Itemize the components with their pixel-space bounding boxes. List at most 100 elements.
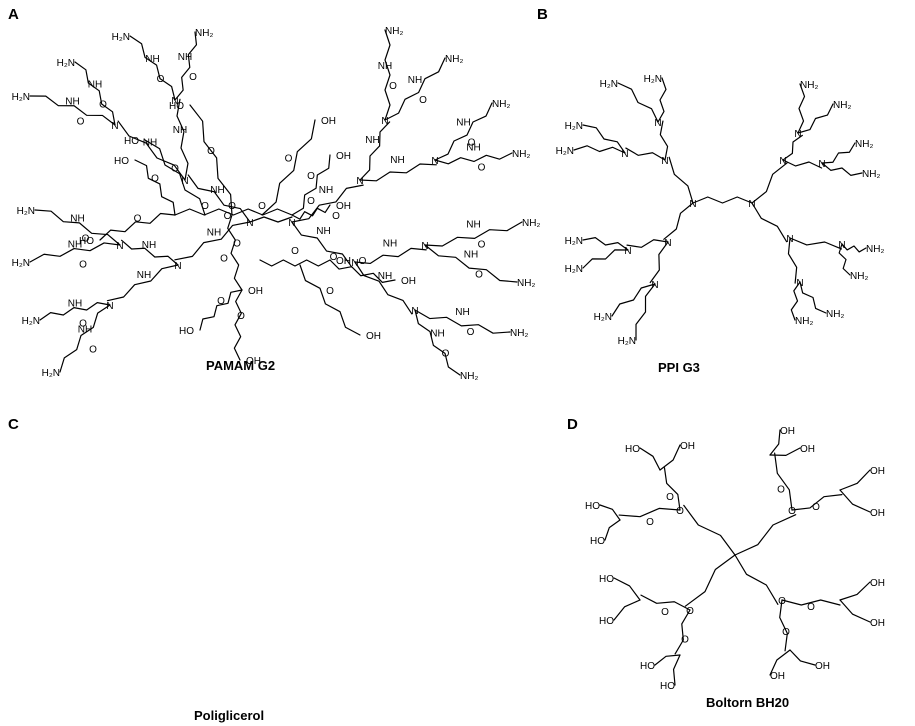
terminal-amine: H₂N (112, 32, 130, 43)
terminal-arm (424, 244, 518, 283)
terminal-amine: H₂N (600, 79, 618, 90)
terminal-amine: H₂N (12, 92, 30, 103)
glycerol-arm (291, 154, 331, 216)
ether-oxygen: O (207, 146, 215, 157)
terminal-amine: NH₂ (195, 28, 213, 39)
terminal-arm (841, 243, 867, 253)
carbonyl-oxygen: O (389, 81, 397, 92)
terminal-arm (797, 103, 834, 134)
core-nitrogen: N (748, 199, 755, 210)
hydroxymethyl (654, 654, 681, 666)
branch-g2 (106, 264, 179, 302)
hydroxymethyl (639, 447, 661, 471)
glycerol-arm (261, 119, 316, 216)
ether-oxygen: O (359, 256, 367, 267)
terminal-hydroxyl: OH (336, 256, 351, 267)
ester-branch (779, 599, 788, 652)
ether-oxygen: O (237, 311, 245, 322)
carbonyl-oxygen: O (681, 635, 689, 646)
hydroxymethyl (599, 504, 621, 521)
ether-oxygen: O (307, 196, 315, 207)
amide-nh: NH (173, 125, 187, 136)
amide-nh: NH (137, 270, 151, 281)
carbonyl-oxygen: O (419, 95, 427, 106)
terminal-amine: NH₂ (862, 169, 880, 180)
terminal-hydroxyl: HO (625, 444, 640, 455)
terminal-amine: H₂N (565, 236, 583, 247)
terminal-arm (174, 31, 198, 101)
terminal-arm (414, 309, 511, 334)
ester-branch (674, 609, 691, 655)
carbonyl-oxygen: O (812, 502, 820, 513)
terminal-hydroxyl: OH (780, 426, 795, 437)
terminal-hydroxyl: OH (870, 578, 885, 589)
branch-g2 (625, 147, 666, 161)
ether-oxygen: O (291, 246, 299, 257)
carbonyl-oxygen: O (475, 270, 483, 281)
branch-g2 (626, 239, 669, 248)
branch-g2 (787, 237, 798, 284)
amide-nh: NH (68, 299, 82, 310)
terminal-hydroxyl: OH (815, 661, 830, 672)
panel-d-letter: D (567, 416, 578, 433)
core-arm (683, 504, 736, 556)
terminal-arm (611, 283, 656, 317)
panel-a-caption: PAMAM G2 (206, 358, 276, 373)
ether-oxygen: O (285, 154, 293, 165)
branch-nitrogen: N (651, 280, 658, 291)
terminal-hydroxyl: OH (366, 331, 381, 342)
terminal-amine: NH₂ (517, 278, 535, 289)
terminal-arm (34, 209, 121, 246)
glycerol-arm (227, 214, 243, 291)
terminal-amine: H₂N (22, 316, 40, 327)
amide-nh: NH (466, 143, 480, 154)
core-arm (684, 554, 736, 607)
terminal-amine: H₂N (565, 264, 583, 275)
terminal-arm (39, 302, 111, 321)
branch-nitrogen: N (381, 116, 388, 127)
carbonyl-oxygen: O (468, 138, 476, 149)
branch-nitrogen: N (621, 149, 628, 160)
ether-oxygen: O (228, 201, 236, 212)
hydroxymethyl (769, 447, 801, 456)
hydroxymethyl (604, 519, 621, 541)
carbonyl-oxygen: O (332, 211, 340, 222)
carbonyl-oxygen: O (79, 319, 87, 330)
hydroxymethyl (839, 599, 871, 623)
branch-g1 (751, 202, 788, 243)
ester-branch (618, 507, 681, 518)
glycerol-arm (291, 204, 331, 220)
ether-oxygen: O (326, 286, 334, 297)
carbonyl-oxygen: O (666, 492, 674, 503)
terminal-hydroxyl: HO (640, 661, 655, 672)
branch-nitrogen: N (111, 121, 118, 132)
amide-nh: NH (390, 155, 404, 166)
core-ethylene (249, 216, 293, 223)
amide-nh: NH (383, 239, 397, 250)
ether-oxygen: O (217, 296, 225, 307)
amide-nh: NH (207, 228, 221, 239)
terminal-amine: H₂N (42, 368, 60, 379)
ester-branch (663, 467, 681, 511)
branch-nitrogen: N (171, 96, 178, 107)
amide-nh: NH (210, 185, 224, 196)
glycerol-arm (329, 259, 396, 284)
panel-c-letter: C (8, 416, 19, 433)
terminal-amine: H₂N (594, 312, 612, 323)
terminal-amine: NH₂ (522, 218, 540, 229)
terminal-hydroxyl: OH (246, 356, 261, 367)
terminal-hydroxyl: HO (114, 156, 129, 167)
glycerol-arm (189, 104, 233, 216)
carbonyl-oxygen: O (442, 349, 450, 360)
terminal-hydroxyl: HO (590, 536, 605, 547)
ester-oxygen: O (676, 506, 684, 517)
hydroxymethyl (672, 654, 681, 686)
panel-d-caption: Boltorn BH20 (706, 695, 790, 710)
hydroxymethyl (769, 649, 791, 676)
amide-nh: NH (456, 118, 470, 129)
amide-nh: NH (464, 250, 478, 261)
branch-g2 (649, 241, 669, 284)
terminal-arm (74, 61, 116, 126)
terminal-arm (838, 243, 851, 276)
